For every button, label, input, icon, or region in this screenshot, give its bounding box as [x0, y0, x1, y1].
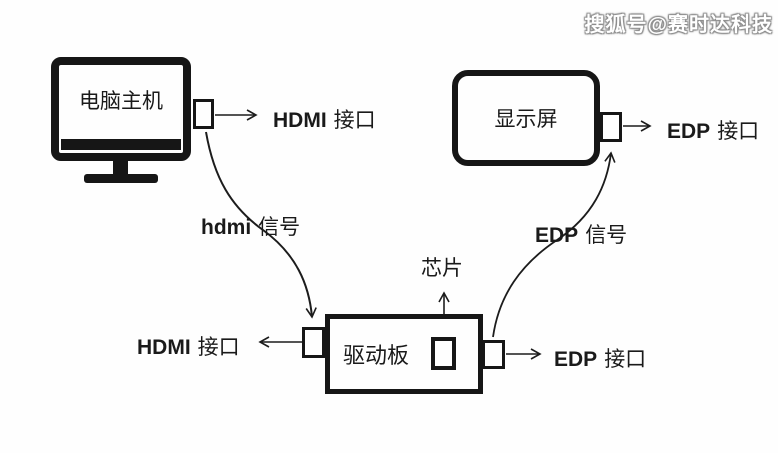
computer-node: 电脑主机 — [51, 57, 191, 161]
edp-port-label-bottom: EDP 接口 — [554, 343, 646, 373]
edp-port-label-top: EDP 接口 — [667, 115, 759, 145]
driver-board-node: 驱动板 — [325, 314, 483, 394]
hdmi-port-top-cjk: 接口 — [333, 108, 376, 132]
hdmi-port-top-latin: HDMI — [273, 109, 327, 132]
watermark: 搜狐号@赛时达科技 — [584, 14, 773, 36]
display-node: 显示屏 — [452, 70, 600, 166]
monitor-stand-neck — [113, 160, 128, 175]
edp-signal-curve — [492, 151, 616, 338]
display-label: 显示屏 — [494, 107, 558, 131]
hdmi-signal-cjk: 信号 — [258, 215, 301, 239]
hdmi-port-label-top: HDMI 接口 — [273, 104, 376, 134]
chip-square — [431, 337, 456, 370]
driver-board-label: 驱动板 — [343, 343, 410, 368]
computer-label: 电脑主机 — [79, 89, 163, 113]
board-hdmi-connector — [302, 327, 325, 358]
monitor-stand-base — [84, 174, 158, 183]
monitor-chin-bar — [61, 139, 181, 150]
board-edp-connector — [482, 340, 505, 369]
edp-signal-latin: EDP — [535, 224, 579, 247]
edp-port-top-latin: EDP — [667, 120, 711, 143]
hdmi-port-label-left: HDMI 接口 — [137, 331, 240, 361]
hdmi-signal-latin: hdmi — [201, 216, 252, 239]
edp-port-bottom-latin: EDP — [554, 348, 598, 371]
hdmi-port-left-latin: HDMI — [137, 336, 191, 359]
computer-hdmi-connector — [193, 99, 214, 129]
edp-port-top-cjk: 接口 — [717, 119, 760, 143]
chip-label: 芯片 — [421, 256, 463, 280]
hdmi-signal-curve — [205, 131, 317, 319]
hdmi-port-left-cjk: 接口 — [197, 335, 240, 359]
edp-signal-cjk: 信号 — [585, 223, 628, 247]
edp-signal-label: EDP 信号 — [535, 219, 627, 249]
hdmi-signal-label: hdmi 信号 — [201, 211, 300, 241]
edp-port-bottom-cjk: 接口 — [604, 347, 647, 371]
display-edp-connector — [600, 112, 622, 142]
